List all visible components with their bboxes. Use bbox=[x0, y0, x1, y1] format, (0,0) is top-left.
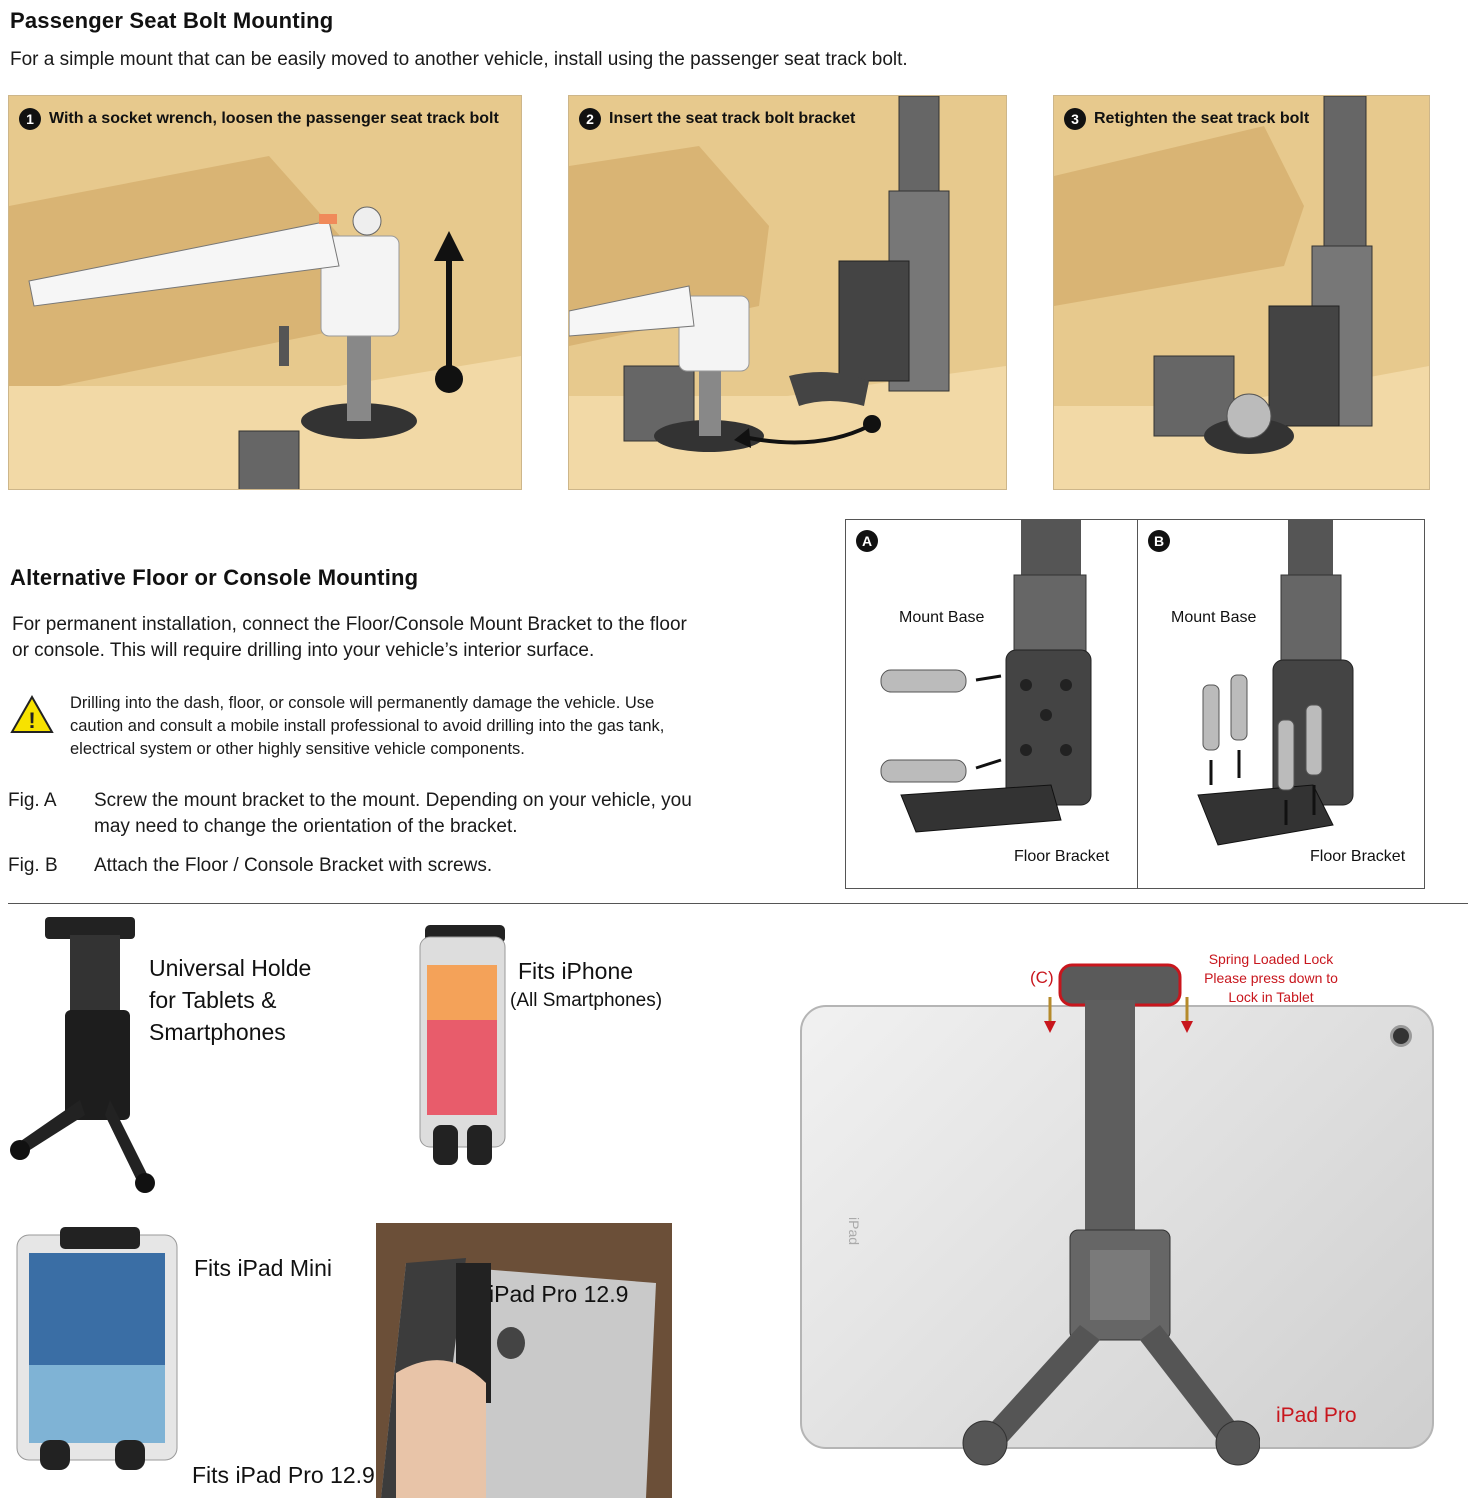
iphone-caption-line2: (All Smartphones) bbox=[510, 990, 663, 1011]
figA-line1: Screw the mount bracket to the mount. De… bbox=[94, 790, 692, 811]
step2-text: Insert the seat track bolt bracket bbox=[609, 110, 856, 127]
step1-illustration bbox=[9, 96, 521, 489]
figA-tag: Fig. A bbox=[8, 790, 57, 811]
warning-line3: electrical system or other highly sensit… bbox=[70, 740, 525, 758]
section-divider bbox=[8, 903, 1468, 904]
step1-label: 1 With a socket wrench, loosen the passe… bbox=[19, 108, 499, 130]
warning-text: Drilling into the dash, floor, or consol… bbox=[70, 692, 664, 761]
figure-b-floor-bracket-label: Floor Bracket bbox=[1310, 848, 1406, 865]
tablet-model-label: iPad Pro bbox=[1276, 1404, 1357, 1427]
universal-caption-line2: for Tablets & bbox=[149, 987, 277, 1013]
figure-a-illustration bbox=[880, 520, 1092, 833]
figB-text: Attach the Floor / Console Bracket with … bbox=[94, 855, 493, 876]
figure-a: A Mount Base Floor Bracket bbox=[845, 519, 1139, 889]
step2-illustration bbox=[569, 96, 1006, 489]
section2-intro-line1: For permanent installation, connect the … bbox=[12, 614, 687, 635]
step3-illustration bbox=[1054, 96, 1429, 489]
step3-number: 3 bbox=[1064, 108, 1086, 130]
ipad-mini-caption: Fits iPad Mini bbox=[194, 1255, 333, 1281]
universal-holder-caption: Universal Holde for Tablets & Smartphone… bbox=[149, 952, 311, 1048]
figA-line2: may need to change the orientation of th… bbox=[94, 816, 518, 837]
ipad-mini-image bbox=[15, 1225, 180, 1475]
universal-caption-line3: Smartphones bbox=[149, 1019, 286, 1045]
figure-a-floor-bracket-label: Floor Bracket bbox=[1014, 848, 1110, 865]
ipad-pro-photo: iPad Pro 12.9 bbox=[376, 1223, 672, 1498]
section2-title: Alternative Floor or Console Mounting bbox=[10, 565, 419, 590]
spring-lock-line3: Lock in Tablet bbox=[1228, 989, 1314, 1005]
warning-icon: ! bbox=[10, 695, 54, 735]
figB-tag: Fig. B bbox=[8, 855, 58, 876]
figure-b: B Mount Base Floor Bracket bbox=[1137, 519, 1425, 889]
figure-b-illustration bbox=[1197, 520, 1354, 846]
spring-lock-line1: Spring Loaded Lock bbox=[1208, 951, 1334, 967]
tablet-brand-text: iPad bbox=[846, 1217, 862, 1246]
section1-intro: For a simple mount that can be easily mo… bbox=[10, 49, 908, 70]
step3-text: Retighten the seat track bolt bbox=[1094, 110, 1310, 127]
iphone-caption-line1: Fits iPhone bbox=[518, 958, 634, 984]
spring-lock-note: Spring Loaded Lock Please press down to … bbox=[1186, 950, 1356, 1007]
step2-panel: 2 Insert the seat track bolt bracket bbox=[568, 95, 1007, 490]
step3-label: 3 Retighten the seat track bolt bbox=[1064, 108, 1309, 130]
section2-intro-line2: or console. This will require drilling i… bbox=[12, 640, 595, 661]
tablet-holder-image bbox=[960, 955, 1260, 1500]
step1-text: With a socket wrench, loosen the passeng… bbox=[49, 110, 499, 127]
step2-label: 2 Insert the seat track bolt bracket bbox=[579, 108, 855, 130]
step1-panel: 1 With a socket wrench, loosen the passe… bbox=[8, 95, 522, 490]
universal-caption-line1: Universal Holde bbox=[149, 955, 312, 981]
step3-panel: 3 Retighten the seat track bolt bbox=[1053, 95, 1430, 490]
figure-b-mount-base-label: Mount Base bbox=[1171, 609, 1257, 626]
warning-line2: caution and consult a mobile install pro… bbox=[70, 717, 665, 735]
ipad-pro-photo-caption: iPad Pro 12.9 bbox=[489, 1281, 629, 1307]
spring-lock-line2: Please press down to bbox=[1204, 970, 1338, 986]
figure-a-mount-base-label: Mount Base bbox=[899, 609, 985, 626]
ipad-pro-bottom-caption: Fits iPad Pro 12.9 bbox=[192, 1462, 375, 1488]
figure-a-badge: A bbox=[856, 530, 878, 552]
section1-title: Passenger Seat Bolt Mounting bbox=[10, 8, 334, 33]
warning-symbol: ! bbox=[28, 708, 35, 733]
step2-number: 2 bbox=[579, 108, 601, 130]
tablet-c-label: (C) bbox=[1030, 968, 1054, 987]
iphone-holder-image bbox=[415, 925, 510, 1170]
figure-b-badge: B bbox=[1148, 530, 1170, 552]
camera-icon bbox=[1390, 1025, 1412, 1047]
warning-line1: Drilling into the dash, floor, or consol… bbox=[70, 694, 655, 712]
universal-holder-image bbox=[10, 915, 160, 1205]
step1-number: 1 bbox=[19, 108, 41, 130]
